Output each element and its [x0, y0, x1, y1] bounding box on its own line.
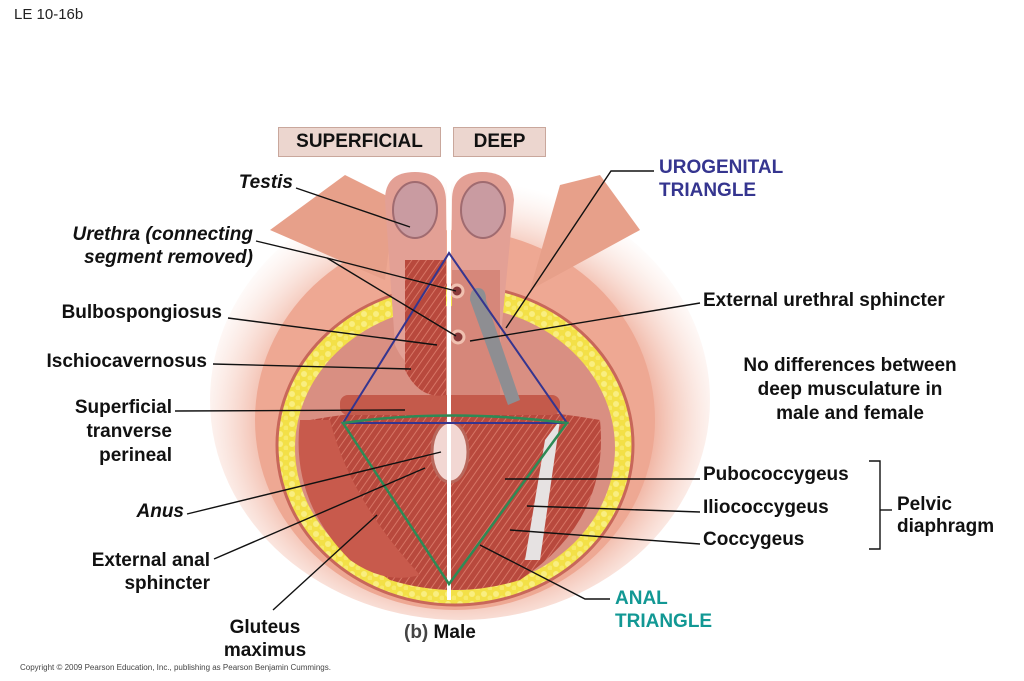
urethra-opening-lower — [450, 329, 466, 345]
figure-caption: (b) Male — [404, 622, 476, 644]
label-urethra-line1: Urethra (connecting — [72, 224, 253, 245]
right-thigh — [530, 175, 640, 290]
label-external-anal-line1: External anal — [91, 550, 210, 571]
leader-anus — [186, 451, 442, 515]
label-anus: Anus — [136, 501, 185, 522]
superficial-tag: SUPERFICIAL — [278, 127, 441, 157]
label-urogenital-line1: UROGENITAL — [659, 157, 784, 178]
leader-external-anal — [213, 467, 426, 560]
label-superficial-transverse-line2: tranverse — [86, 421, 172, 442]
label-external-urethral-sphincter: External urethral sphincter — [703, 290, 945, 311]
label-superficial-transverse-line1: Superficial — [74, 397, 172, 418]
deep-tag: DEEP — [453, 127, 546, 157]
caption-part: (b) — [404, 622, 429, 643]
pudendal-structure — [525, 420, 560, 560]
leader-urogenital — [505, 170, 654, 329]
leader-ischiocavernosus — [212, 363, 412, 370]
bulbospongiosus-muscle — [405, 260, 446, 396]
label-coccygeus: Coccygeus — [703, 529, 805, 550]
label-external-anal-line2: sphincter — [124, 573, 210, 594]
label-iliococcygeus: Iliococcygeus — [703, 497, 829, 518]
leader-external-urethral — [469, 302, 701, 342]
copyright-notice: Copyright © 2009 Pearson Education, Inc.… — [20, 663, 331, 672]
label-pubococcygeus: Pubococcygeus — [703, 464, 849, 485]
testis-right — [460, 181, 506, 239]
label-anal-triangle-line1: ANAL — [615, 588, 668, 609]
leader-anal-triangle — [479, 544, 610, 600]
label-pelvic-diaphragm-line1: Pelvic — [897, 494, 952, 515]
gluteus-left — [298, 420, 420, 578]
leader-coccygeus — [509, 529, 701, 545]
anal-triangle-outline — [340, 414, 570, 587]
urogenital-triangle-outline — [341, 251, 569, 424]
pelvic-diaphragm-bracket — [869, 460, 881, 550]
note-line2: deep musculature in — [757, 379, 943, 400]
label-urogenital-line2: TRIANGLE — [659, 180, 757, 201]
figure-id: LE 10-16b — [14, 6, 84, 23]
leader-bulbospongiosus — [227, 317, 438, 346]
leader-urethra-2 — [326, 257, 457, 337]
ischiocavernosus-right — [470, 288, 520, 405]
deep-urogenital-muscle — [452, 270, 500, 395]
urethra-opening-upper — [449, 283, 465, 299]
label-gluteus-line2: maximus — [223, 640, 307, 661]
label-anal-triangle-line2: TRIANGLE — [615, 611, 713, 632]
label-gluteus-line1: Gluteus — [229, 617, 301, 638]
leader-superficial-transverse — [174, 409, 406, 412]
note-line3: male and female — [776, 403, 924, 424]
label-pelvic-diaphragm-line2: diaphragm — [897, 516, 995, 537]
note-line1: No differences between — [743, 355, 957, 376]
leader-testis — [295, 187, 411, 228]
label-bulbospongiosus: Bulbospongiosus — [61, 302, 222, 323]
leader-iliococcygeus — [526, 505, 701, 513]
label-testis: Testis — [238, 172, 293, 193]
left-thigh — [270, 175, 395, 280]
leader-gluteus — [272, 514, 378, 611]
label-ischiocavernosus: Ischiocavernosus — [46, 351, 207, 372]
caption-title: Male — [433, 622, 476, 643]
label-urethra-line2: segment removed) — [84, 247, 253, 268]
label-superficial-transverse-line3: perineal — [99, 445, 172, 466]
testis-left — [392, 181, 438, 239]
